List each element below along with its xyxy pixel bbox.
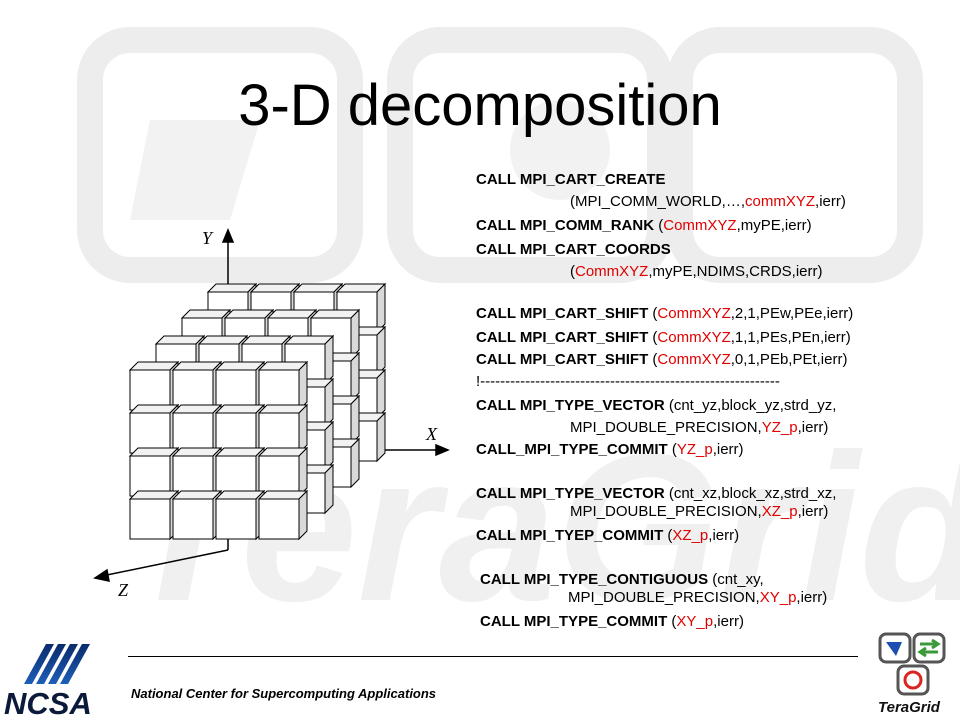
y-axis-label: Y bbox=[202, 228, 214, 248]
code-line: MPI_DOUBLE_PRECISION,XZ_p,ierr) bbox=[570, 503, 829, 520]
cube-block bbox=[171, 403, 223, 455]
code-line: MPI_DOUBLE_PRECISION,XY_p,ierr) bbox=[568, 589, 828, 606]
code-line: CALL MPI_TYEP_COMMIT (XZ_p,ierr) bbox=[476, 527, 740, 544]
code-line: CALL MPI_TYPE_VECTOR (cnt_yz,block_yz,st… bbox=[476, 397, 837, 414]
svg-text:TeraGrid: TeraGrid bbox=[878, 699, 941, 716]
code-line: CALL MPI_CART_CREATE bbox=[476, 171, 666, 188]
cube-block bbox=[171, 360, 223, 412]
code-line: CALL MPI_TYPE_VECTOR (cnt_xz,block_xz,st… bbox=[476, 485, 837, 502]
cube-block bbox=[257, 360, 309, 412]
ncsa-logo: NCSA bbox=[4, 644, 92, 718]
cube-block bbox=[214, 446, 266, 498]
cube-block bbox=[257, 446, 309, 498]
code-line: (MPI_COMM_WORLD,…,commXYZ,ierr) bbox=[570, 193, 846, 210]
footer-divider bbox=[128, 656, 858, 657]
teragrid-logo: TeraGrid bbox=[878, 632, 946, 716]
footer-caption: National Center for Supercomputing Appli… bbox=[131, 686, 437, 701]
cube-block bbox=[214, 489, 266, 541]
cube-block bbox=[257, 489, 309, 541]
x-axis-label: X bbox=[425, 424, 438, 444]
z-axis-label: Z bbox=[118, 580, 129, 600]
3d-cube-diagram: Y X Z bbox=[93, 228, 450, 600]
svg-text:NCSA: NCSA bbox=[4, 686, 92, 718]
code-line: CALL_MPI_TYPE_COMMIT (YZ_p,ierr) bbox=[476, 441, 744, 458]
code-line: MPI_DOUBLE_PRECISION,YZ_p,ierr) bbox=[570, 419, 829, 436]
cube-block bbox=[214, 360, 266, 412]
code-line: CALL MPI_CART_SHIFT (CommXYZ,1,1,PEs,PEn… bbox=[476, 329, 851, 346]
cube-block bbox=[128, 403, 180, 455]
slide-title: 3-D decomposition bbox=[238, 73, 722, 138]
cube-block bbox=[128, 489, 180, 541]
code-line: (CommXYZ,myPE,NDIMS,CRDS,ierr) bbox=[570, 263, 823, 280]
code-line: CALL MPI_CART_COORDS bbox=[476, 241, 671, 258]
cube-block bbox=[214, 403, 266, 455]
cube-block bbox=[128, 446, 180, 498]
code-line: CALL MPI_CART_SHIFT (CommXYZ,2,1,PEw,PEe… bbox=[476, 305, 854, 322]
cube-block bbox=[171, 446, 223, 498]
code-line: CALL MPI_CART_SHIFT (CommXYZ,0,1,PEb,PEt… bbox=[476, 351, 848, 368]
code-separator: !---------------------------------------… bbox=[476, 373, 780, 390]
cube-block bbox=[257, 403, 309, 455]
cube-block bbox=[171, 489, 223, 541]
code-line: CALL MPI_TYPE_CONTIGUOUS (cnt_xy, bbox=[480, 571, 764, 588]
code-line: CALL MPI_TYPE_COMMIT (XY_p,ierr) bbox=[480, 613, 744, 630]
cube-block bbox=[128, 360, 180, 412]
code-line: CALL MPI_COMM_RANK (CommXYZ,myPE,ierr) bbox=[476, 217, 812, 234]
